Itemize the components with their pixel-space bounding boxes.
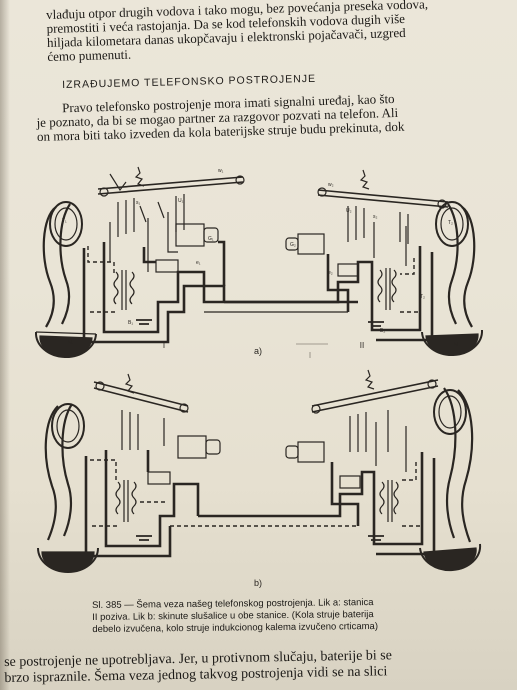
svg-text:T₂: T₂ (448, 220, 453, 226)
bottom-paragraph: se postrojenje ne upotrebljava. Jer, u p… (4, 648, 392, 687)
figure-a-label: a) (254, 346, 262, 356)
intro-paragraph: Pravo telefonsko postrojenje mora imati … (36, 91, 404, 144)
svg-text:U₂: U₂ (346, 208, 352, 214)
telephone-circuit-figure: w₁ s₁ U₁ G₁ e₁ B₁ T₁ M₁ w₂ U₂ s₂ G₂ e₂ T… (34, 166, 484, 588)
svg-text:e₁: e₁ (196, 260, 201, 266)
diagram-b (37, 369, 482, 573)
component-labels: w₁ s₁ U₁ G₁ e₁ B₁ T₁ M₁ w₂ U₂ s₂ G₂ e₂ T… (62, 168, 460, 348)
svg-text:s₂: s₂ (373, 214, 378, 220)
svg-text:G₂: G₂ (290, 242, 296, 248)
svg-text:s₁: s₁ (136, 200, 141, 206)
svg-text:T₂: T₂ (420, 294, 425, 300)
station-1-a (34, 166, 358, 359)
station-2-a (285, 169, 484, 357)
caption-line: debelo izvučena, kolo struje indukcionog… (92, 621, 379, 635)
figure-caption: Sl. 385 — Šema veza našeg telefonskog po… (92, 596, 432, 636)
svg-text:T₁: T₁ (62, 218, 67, 224)
svg-text:B₂: B₂ (380, 328, 385, 334)
station-1-label: I (163, 341, 165, 350)
station-1-b (37, 373, 358, 573)
station-2-b (285, 369, 482, 572)
svg-text:M₂: M₂ (454, 342, 460, 348)
figure-b-label: b) (254, 578, 262, 588)
diagram-a (34, 166, 484, 359)
top-paragraph: vlađuju otpor drugih vodova i tako mogu,… (46, 0, 429, 64)
svg-text:G₁: G₁ (208, 236, 214, 242)
section-heading: IZRAĐUJEMO TELEFONSKO POSTROJENJE (62, 72, 317, 91)
svg-text:B₁: B₁ (128, 320, 133, 326)
svg-text:U₁: U₁ (178, 198, 184, 204)
svg-text:e₂: e₂ (328, 270, 333, 276)
svg-text:M₁: M₁ (68, 340, 74, 346)
station-2-label: II (360, 341, 364, 350)
page-gutter-shadow (0, 0, 10, 690)
svg-text:w₂: w₂ (328, 182, 334, 188)
svg-text:w₁: w₁ (218, 168, 224, 174)
